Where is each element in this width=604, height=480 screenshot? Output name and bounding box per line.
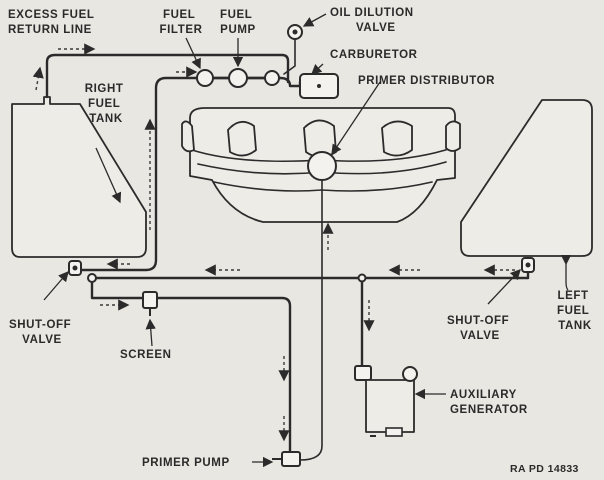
fuel-pump [228,68,248,88]
tee-fitting-2 [357,273,367,283]
label-carburetor: CARBURETOR [330,49,418,61]
figure-id: RA PD 14833 [510,463,579,475]
shut-off-valve-right [68,260,82,276]
right-fuel-tank [11,96,147,258]
label-oil-dilution-valve: OIL DILUTION VALVE [330,7,417,34]
screen-line [90,276,292,454]
auxiliary-generator [354,365,418,437]
label-screen: SCREEN [120,349,172,361]
primer-distributor [307,151,337,181]
label-excess-fuel-return-line: EXCESS FUEL RETURN LINE [8,9,98,36]
label-left-fuel-tank: LEFT FUEL TANK [557,290,593,332]
label-primer-distributor: PRIMER DISTRIBUTOR [358,75,495,87]
carburetor-jet [317,84,321,88]
label-fuel-pump: FUEL PUMP [220,9,256,36]
shut-off-valve-left [521,257,535,273]
label-shut-off-valve-left: SHUT-OFF VALVE [447,315,513,342]
feed-line-to-pumps [78,76,282,272]
excess-fuel-return-line [45,53,290,99]
primer-pump [272,451,301,467]
screen [142,291,158,309]
leader-lines [43,13,572,468]
valve-stem [283,39,296,75]
flow-markers [32,43,515,442]
label-fuel-filter: FUEL FILTER [160,9,203,36]
carburetor-line [278,76,302,88]
pump-fitting [264,70,280,86]
label-shut-off-valve-right: SHUT-OFF VALVE [9,319,75,346]
left-fuel-tank [460,99,593,257]
label-right-fuel-tank: RIGHT FUEL TANK [85,83,128,125]
valve-center [292,29,298,35]
label-auxiliary-generator: AUXILIARY GENERATOR [450,389,528,416]
tee-fitting [87,273,97,283]
fuel-filter [196,69,214,87]
primer-distributor-line [299,179,323,461]
label-primer-pump: PRIMER PUMP [142,457,230,469]
